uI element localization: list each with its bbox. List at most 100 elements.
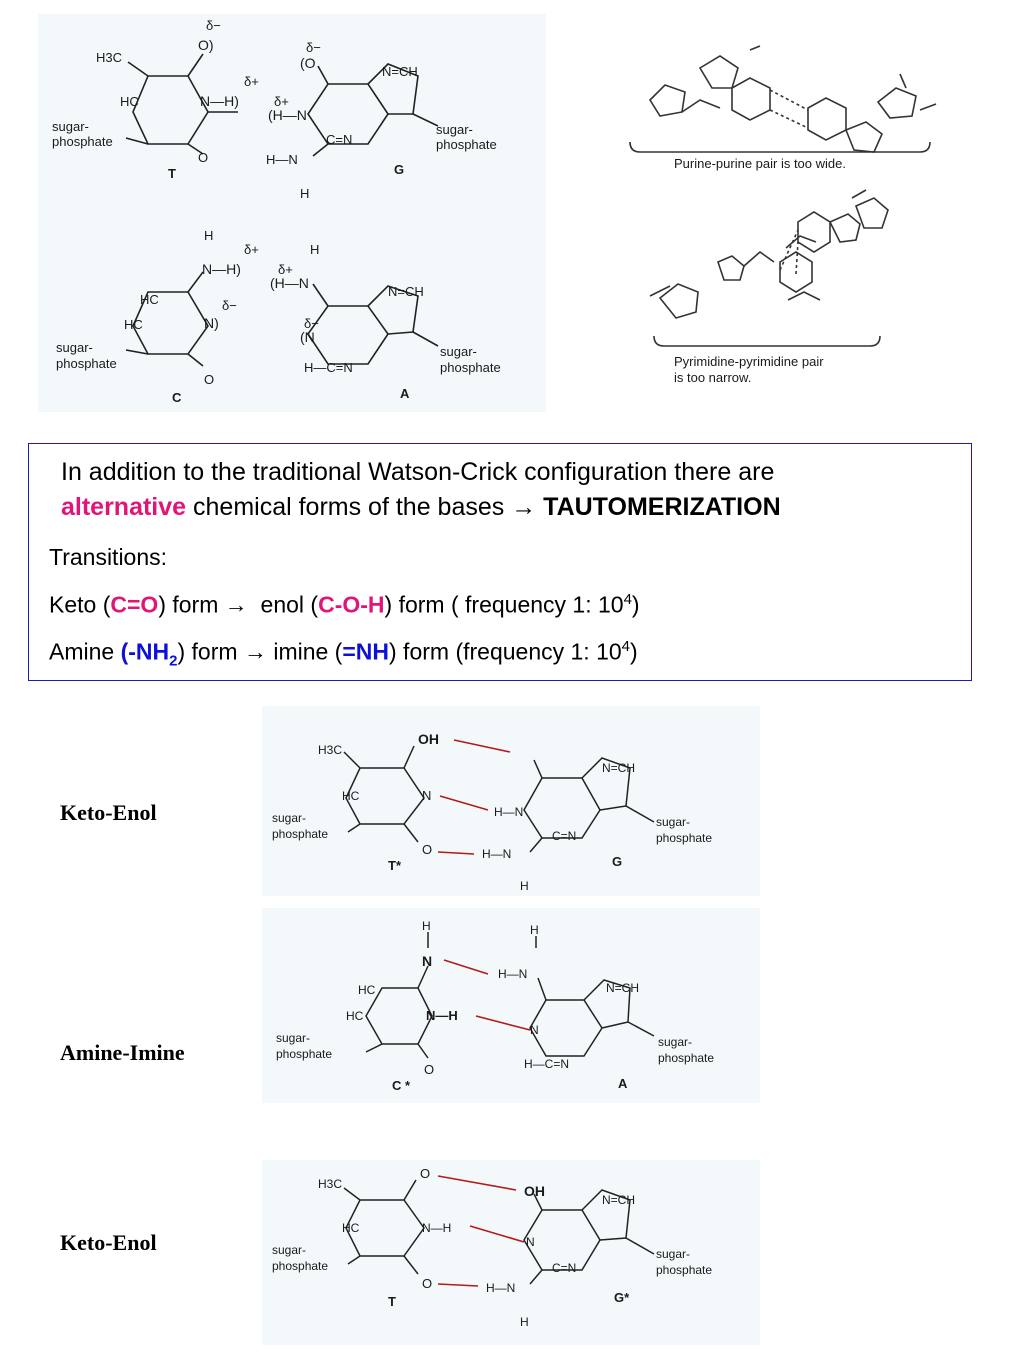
fig1-hn-label: H—N [494,805,523,819]
fig3-phosphate-left: phosphate [272,1259,328,1273]
amine-formula: (-NH [120,638,170,665]
fig3-h-label: H [520,1315,529,1329]
fig2-n-label: N [530,1023,539,1037]
a-base-label: A [400,386,410,401]
keto-mid: ) form [158,591,225,618]
c-phosphate-label: phosphate [56,356,117,371]
t-hc-label: HC [120,94,139,109]
fig1-nch-label: N=CH [602,761,635,775]
fig1-label-right: G [612,854,622,869]
amine-frequency: ) form (frequency 1: 10 [389,638,622,665]
fig2-o-label: O [424,1062,434,1077]
fig2-h-label: H [530,923,539,937]
alternative-highlight: alternative [61,493,187,521]
pyrimidine-pair-caption-line1: Pyrimidine-pyrimidine pair [674,354,824,369]
a-n-label: (N [300,329,315,345]
amine-prefix: Amine [49,638,121,665]
tautomerization-info-box: In addition to the traditional Watson-Cr… [28,443,972,681]
fig1-sugar-right: sugar- [656,815,690,829]
fig2-h-top: H [422,919,431,933]
t-oxygen-label: O) [198,37,214,53]
keto-formula: C=O [110,591,159,618]
keto-enol-figure-2-drawing [343,1175,655,1287]
fig2-phosphate-right: phosphate [658,1051,714,1065]
enol-prefix: enol ( [247,591,319,618]
g-sugar-label: sugar- [436,122,473,137]
intro-text-2: chemical forms of the bases [186,493,512,521]
fig1-h-label: H [520,879,529,893]
a-h-label: H [310,242,319,257]
intro-line-2: alternative chemical forms of the bases … [61,493,781,522]
keto-enol-figure-2: O H3C HC N—H sugar- phosphate O T OH N=C… [262,1160,760,1345]
fig2-phosphate-left: phosphate [276,1047,332,1061]
fig2-hcn-label: H—C=N [524,1057,569,1071]
fig1-label-left: T* [388,858,402,873]
arrow-icon: → [243,638,267,665]
fig3-nch-label: N=CH [602,1193,635,1207]
amine-imine-figure-drawing [365,932,655,1059]
fig3-hc-label: HC [342,1221,360,1235]
fig2-label-left: C * [392,1078,411,1093]
g-hn-bottom-label: H—N [266,152,298,167]
fig1-sugar-left: sugar- [272,811,306,825]
fig1-h3c-label: H3C [318,743,342,757]
t-nh-label: N—H) [200,93,239,109]
fig1-hc-label: HC [342,789,360,803]
fig3-oh-label: OH [524,1183,545,1199]
fig2-nch-label: N=CH [606,981,639,995]
fig1-phosphate-left: phosphate [272,827,328,841]
fig3-cn-label: C=N [552,1261,576,1275]
c-hc-bottom-label: HC [124,317,143,332]
arrow-icon: → [511,493,537,521]
fig3-label-left: T [388,1294,396,1309]
fig3-o-label: O [422,1276,432,1291]
a-sugar-label: sugar- [440,344,477,359]
fig1-n-label: N [422,788,431,803]
t-phosphate-label: phosphate [52,134,113,149]
fig2-hn-label: H—N [498,967,527,981]
fig3-h3c-label: H3C [318,1177,342,1191]
t-h3c-label: H3C [96,50,122,65]
fig1-oh-label: OH [418,731,439,747]
pair-width-diagrams-panel: Purine-purine pair is too wide. Pyrimidi… [620,30,950,400]
intro-text-1: In addition to the traditional Watson-Cr… [61,458,775,486]
tautomerization-heading: TAUTOMERIZATION [543,493,781,521]
a-nch-label: N=CH [388,284,424,299]
fig3-o-top: O [420,1166,430,1181]
imine-formula: =NH [342,638,389,665]
fig2-sugar-left: sugar- [276,1031,310,1045]
a-phosphate-label: phosphate [440,360,501,375]
imine-prefix: imine ( [266,638,343,665]
c-base-label: C [172,390,182,405]
c-delta-plus-label: δ+ [244,242,259,257]
transitions-heading: Transitions: [49,544,168,570]
g-delta-minus-label: δ− [306,40,321,55]
a-delta-plus-label: δ+ [278,262,293,277]
c-sugar-label: sugar- [56,340,93,355]
fig2-n-imine: N [422,953,432,969]
c-oxygen-label: O [204,372,214,387]
pyrimidine-pair-caption-line2: is too narrow. [674,370,751,385]
fig2-nh-label: N—H [426,1008,458,1023]
g-h-label: H [300,186,309,201]
fig3-phosphate-right: phosphate [656,1263,712,1277]
c-hc-top-label: HC [140,292,159,307]
pair-width-drawing [629,45,937,347]
fig3-sugar-right: sugar- [656,1247,690,1261]
c-nh-label: N—H) [202,261,241,277]
fig2-sugar-right: sugar- [658,1035,692,1049]
keto-exponent: 4 [623,591,632,608]
fig1-hn2-label: H—N [482,847,511,861]
fig3-nh-label: N—H [422,1221,451,1235]
amine-imine-line: Amine (-NH2) form → imine (=NH) form (fr… [49,638,638,669]
intro-line-1: In addition to the traditional Watson-Cr… [61,458,774,487]
g-oxygen-label: (O [300,55,316,71]
fig1-cn-label: C=N [552,829,576,843]
g-phosphate-label: phosphate [436,137,497,152]
g-hn-label: (H—N [268,107,307,123]
fig3-n-label: N [526,1235,535,1249]
c-delta-minus-label: δ− [222,298,237,313]
g-nch-label: N=CH [382,64,418,79]
a-delta-minus-label: δ− [304,316,319,331]
amine-exponent: 4 [621,638,630,655]
